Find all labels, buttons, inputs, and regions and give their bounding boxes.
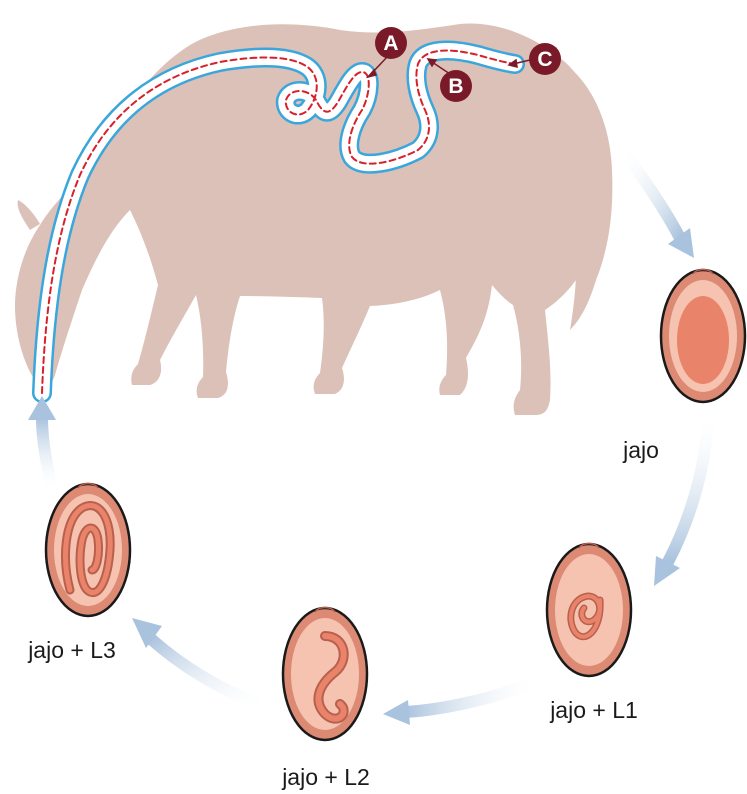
stage-label-egg: jajo xyxy=(622,437,659,463)
egg-stage-egg: jajo xyxy=(622,270,745,464)
marker-b: B xyxy=(440,70,472,102)
stage-label-l3: jajo + L3 xyxy=(27,637,116,663)
egg-stage-l2: jajo + L2 xyxy=(281,608,370,791)
marker-c-label: C xyxy=(537,48,552,71)
marker-c: C xyxy=(529,43,561,75)
stage-label-l1: jajo + L1 xyxy=(549,697,638,723)
stage-label-l2: jajo + L2 xyxy=(281,764,370,790)
egg-yolk xyxy=(677,296,729,384)
marker-b-label: B xyxy=(448,75,463,98)
arrow-l3-to-horse xyxy=(28,396,56,490)
horse-ear xyxy=(18,200,40,230)
arrow-l1-to-l2 xyxy=(383,682,535,725)
marker-a: A xyxy=(375,27,407,59)
arrow-l2-to-l3 xyxy=(132,618,262,705)
arrow-horse-to-egg xyxy=(622,150,694,258)
egg-inner xyxy=(555,554,623,666)
arrow-egg-to-l1 xyxy=(654,420,708,586)
egg-stage-l3: jajo + L3 xyxy=(27,484,130,664)
egg-stage-l1: jajo + L1 xyxy=(547,544,638,724)
marker-a-label: A xyxy=(383,32,398,55)
